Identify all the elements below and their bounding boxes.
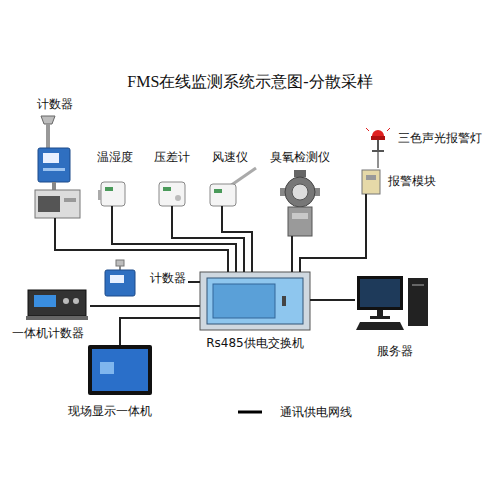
- device-node: 计数器: [100, 258, 188, 298]
- legend-line-sample: [238, 411, 262, 414]
- device-label: 现场显示一体机: [68, 404, 152, 418]
- legend-row: 通讯供电网线: [280, 404, 352, 420]
- alarm-module: [362, 170, 380, 194]
- device-node: 报警模块: [356, 168, 438, 194]
- device-label: 风速仪: [212, 150, 248, 164]
- network-cable: [90, 305, 200, 307]
- device-label: 臭氧检测仪: [270, 150, 330, 164]
- device-label: 压差计: [154, 150, 190, 164]
- pressure-gauge: [159, 182, 185, 206]
- counter-unit: [26, 290, 88, 320]
- legend: 通讯供电网线: [280, 404, 352, 420]
- network-cable: [120, 318, 200, 345]
- device-node: 一体机计数器: [5, 284, 90, 342]
- device-label: 温湿度: [97, 150, 133, 164]
- network-cable: [172, 206, 244, 272]
- device-node: 风速仪: [200, 148, 260, 206]
- device-label: 服务器: [377, 344, 413, 358]
- device-label: 计数器: [37, 97, 73, 111]
- device-node: 温湿度: [95, 148, 135, 206]
- network-cable: [188, 281, 200, 283]
- humidity-sensor: [98, 182, 125, 206]
- device-node: 压差计: [150, 148, 194, 206]
- device-label: Rs485供电交换机: [206, 336, 304, 350]
- network-cable: [378, 152, 379, 168]
- device-node: 三色声光报警灯: [366, 124, 484, 152]
- alarm-lamp: [366, 128, 390, 152]
- device-node: 现场显示一体机: [60, 345, 160, 420]
- network-cable: [291, 236, 293, 272]
- diagram-title: FMS在线监测系统示意图-分散采样: [0, 72, 500, 93]
- device-label: 三色声光报警灯: [398, 131, 482, 145]
- server-computer: [356, 276, 428, 330]
- device-node: 臭氧检测仪: [268, 148, 332, 236]
- anemometer: [210, 168, 256, 206]
- ozone-detector: [280, 170, 320, 236]
- display-panel: [88, 345, 152, 395]
- device-node: 服务器: [355, 270, 435, 360]
- counter-illustration: [105, 260, 135, 296]
- counter-illustration: [35, 116, 80, 218]
- device-label: 报警模块: [388, 174, 436, 188]
- switch-cabinet: [200, 272, 310, 330]
- device-node: Rs485供电交换机: [200, 272, 310, 352]
- network-cable: [310, 299, 355, 301]
- network-cable: [300, 194, 366, 272]
- legend-label: 通讯供电网线: [280, 404, 352, 420]
- device-label: 计数器: [150, 271, 186, 285]
- device-node: 计数器: [25, 95, 85, 218]
- network-cable: [222, 206, 252, 272]
- device-label: 一体机计数器: [12, 326, 84, 340]
